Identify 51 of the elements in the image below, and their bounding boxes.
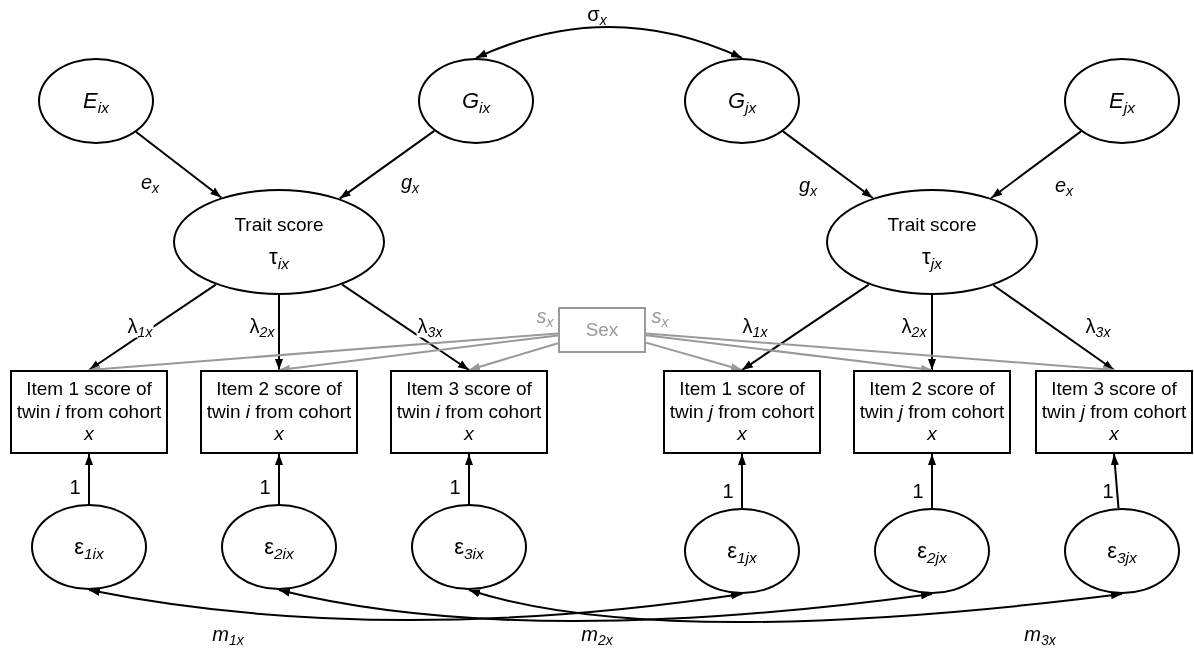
arrow	[275, 453, 283, 505]
variable-label: Item 3 score of twin i from cohort x	[396, 377, 542, 447]
node-heading: Trait score	[234, 214, 324, 236]
variable-label: Item 3 score of twin j from cohort x	[1041, 377, 1187, 447]
observed-variable-box	[558, 307, 646, 353]
arrow	[468, 342, 559, 371]
arrow	[1110, 453, 1120, 510]
variable-label: τ$_{ix}$	[269, 244, 289, 270]
observed-variable-box	[10, 370, 168, 454]
arrow	[88, 283, 217, 371]
variable-label: Item 2 score of twin i from cohort x	[206, 377, 352, 447]
variable-label: ε$_{3jx}$	[1107, 538, 1137, 564]
arrow	[928, 294, 936, 371]
variable-label: Item 1 score of twin i from cohort x	[16, 377, 162, 447]
variable-label: ε$_{3ix}$	[454, 534, 484, 560]
variable-label: E$_{ix}$	[83, 88, 109, 114]
variable-label: ε$_{2jx}$	[917, 538, 947, 564]
variable-label: Item 2 score of twin j from cohort x	[859, 377, 1005, 447]
arrow	[645, 341, 743, 371]
arrow	[135, 131, 223, 199]
observed-variable-box	[200, 370, 358, 454]
variable-label: Sex	[585, 318, 619, 342]
variable-label: τ$_{jx}$	[922, 244, 942, 270]
variable-label: G$_{ix}$	[461, 88, 491, 114]
variable-label: E$_{jx}$	[1109, 88, 1135, 114]
arrow	[275, 294, 283, 371]
arrow	[928, 453, 936, 509]
arrow	[645, 334, 933, 373]
arrow	[782, 130, 874, 199]
variable-label: ε$_{1ix}$	[74, 534, 104, 560]
double-headed-arrow	[88, 588, 743, 621]
variable-label: ε$_{1jx}$	[727, 538, 757, 564]
arrow	[990, 130, 1082, 199]
variable-label: G$_{jx}$	[727, 88, 757, 114]
variable-label: ε$_{2ix}$	[264, 534, 294, 560]
arrow	[278, 334, 559, 373]
double-headed-arrow	[278, 588, 933, 622]
variable-label: Item 1 score of twin j from cohort x	[669, 377, 815, 447]
observed-variable-box	[853, 370, 1011, 454]
arrow	[341, 283, 470, 371]
observed-variable-box	[390, 370, 548, 454]
arrow	[738, 453, 746, 509]
node-heading: Trait score	[887, 214, 977, 236]
observed-variable-box	[1035, 370, 1193, 454]
arrow	[992, 284, 1115, 371]
arrow	[465, 453, 473, 505]
double-headed-arrow	[468, 589, 1123, 623]
arrow	[741, 283, 870, 371]
observed-variable-box	[663, 370, 821, 454]
double-headed-arrow	[475, 26, 743, 59]
arrow	[85, 453, 93, 505]
